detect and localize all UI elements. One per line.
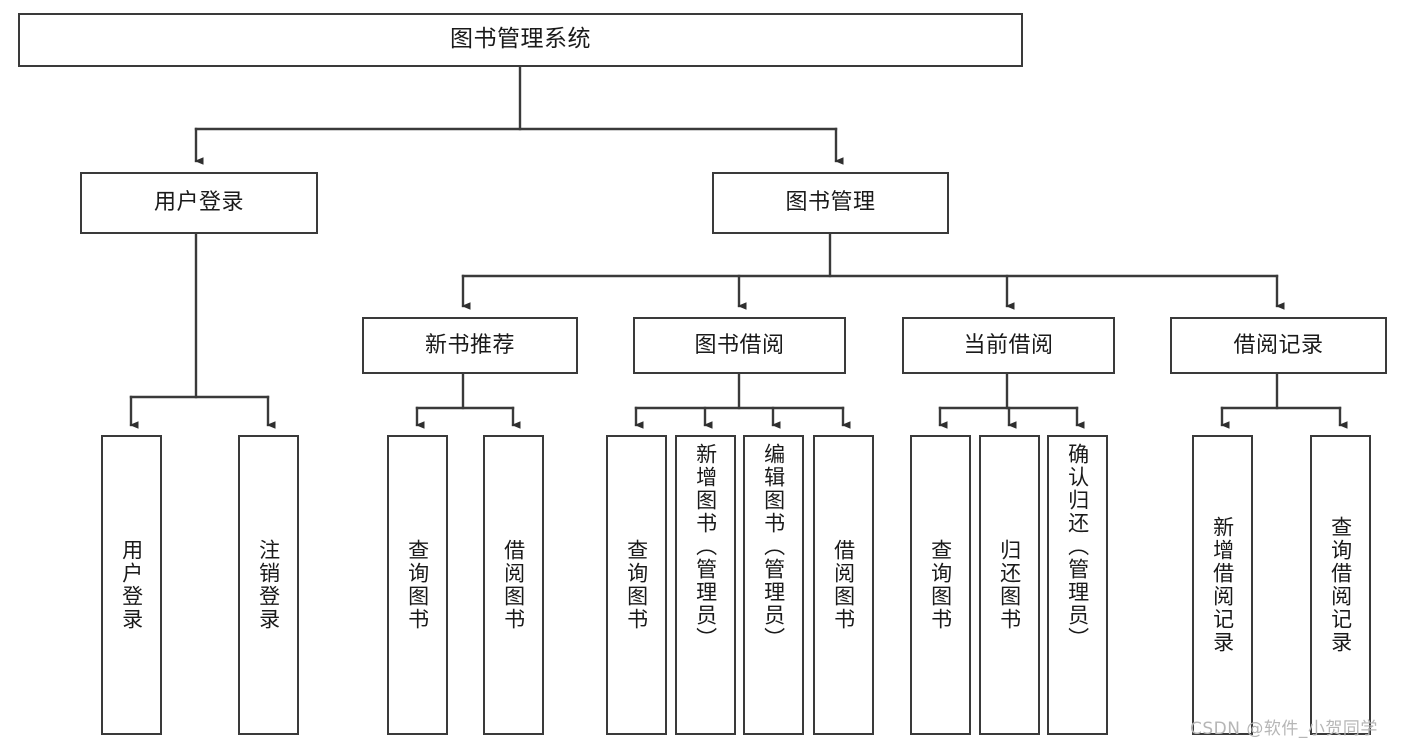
node-user-login[interactable]: 用户登录 bbox=[80, 172, 318, 234]
node-leaf-query-book-3-label: 查询图书 bbox=[928, 539, 953, 631]
node-root-label: 图书管理系统 bbox=[450, 26, 591, 53]
node-leaf-query-book-1-label: 查询图书 bbox=[405, 539, 430, 631]
node-user-login-label: 用户登录 bbox=[153, 190, 244, 216]
node-leaf-add-book[interactable]: 新增图书（管理员） bbox=[675, 435, 736, 735]
node-new-book-recommend[interactable]: 新书推荐 bbox=[362, 317, 578, 374]
node-leaf-borrow-book-1[interactable]: 借阅图书 bbox=[483, 435, 544, 735]
node-current-borrow[interactable]: 当前借阅 bbox=[902, 317, 1115, 374]
node-leaf-user-login[interactable]: 用户登录 bbox=[101, 435, 162, 735]
node-leaf-query-book-2[interactable]: 查询图书 bbox=[606, 435, 667, 735]
node-book-management[interactable]: 图书管理 bbox=[712, 172, 949, 234]
node-leaf-edit-book-label: 编辑图书（管理员） bbox=[761, 443, 786, 650]
node-new-book-recommend-label: 新书推荐 bbox=[424, 332, 515, 358]
watermark: CSDN @软件_小贺同学 bbox=[1190, 719, 1378, 739]
node-book-borrow-label: 图书借阅 bbox=[694, 332, 785, 358]
node-leaf-query-record-label: 查询借阅记录 bbox=[1328, 516, 1353, 654]
node-borrow-record[interactable]: 借阅记录 bbox=[1170, 317, 1387, 374]
node-leaf-query-record[interactable]: 查询借阅记录 bbox=[1310, 435, 1371, 735]
node-current-borrow-label: 当前借阅 bbox=[963, 332, 1054, 358]
node-book-management-label: 图书管理 bbox=[785, 190, 876, 216]
node-leaf-add-record[interactable]: 新增借阅记录 bbox=[1192, 435, 1253, 735]
node-borrow-record-label: 借阅记录 bbox=[1233, 332, 1324, 358]
node-leaf-add-book-label: 新增图书（管理员） bbox=[693, 443, 718, 650]
node-leaf-logout-login-label: 注销登录 bbox=[256, 539, 281, 631]
node-leaf-query-book-2-label: 查询图书 bbox=[624, 539, 649, 631]
node-leaf-query-book-3[interactable]: 查询图书 bbox=[910, 435, 971, 735]
node-leaf-add-record-label: 新增借阅记录 bbox=[1210, 516, 1235, 654]
node-leaf-borrow-book-2[interactable]: 借阅图书 bbox=[813, 435, 874, 735]
node-leaf-confirm-return-label: 确认归还（管理员） bbox=[1065, 443, 1090, 650]
node-leaf-query-book-1[interactable]: 查询图书 bbox=[387, 435, 448, 735]
node-leaf-logout-login[interactable]: 注销登录 bbox=[238, 435, 299, 735]
node-leaf-borrow-book-2-label: 借阅图书 bbox=[831, 539, 856, 631]
node-leaf-user-login-label: 用户登录 bbox=[119, 539, 144, 631]
node-book-borrow[interactable]: 图书借阅 bbox=[633, 317, 846, 374]
node-root[interactable]: 图书管理系统 bbox=[18, 13, 1023, 67]
node-leaf-confirm-return[interactable]: 确认归还（管理员） bbox=[1047, 435, 1108, 735]
node-leaf-edit-book[interactable]: 编辑图书（管理员） bbox=[743, 435, 804, 735]
node-leaf-return-book[interactable]: 归还图书 bbox=[979, 435, 1040, 735]
node-leaf-borrow-book-1-label: 借阅图书 bbox=[501, 539, 526, 631]
node-leaf-return-book-label: 归还图书 bbox=[997, 539, 1022, 631]
